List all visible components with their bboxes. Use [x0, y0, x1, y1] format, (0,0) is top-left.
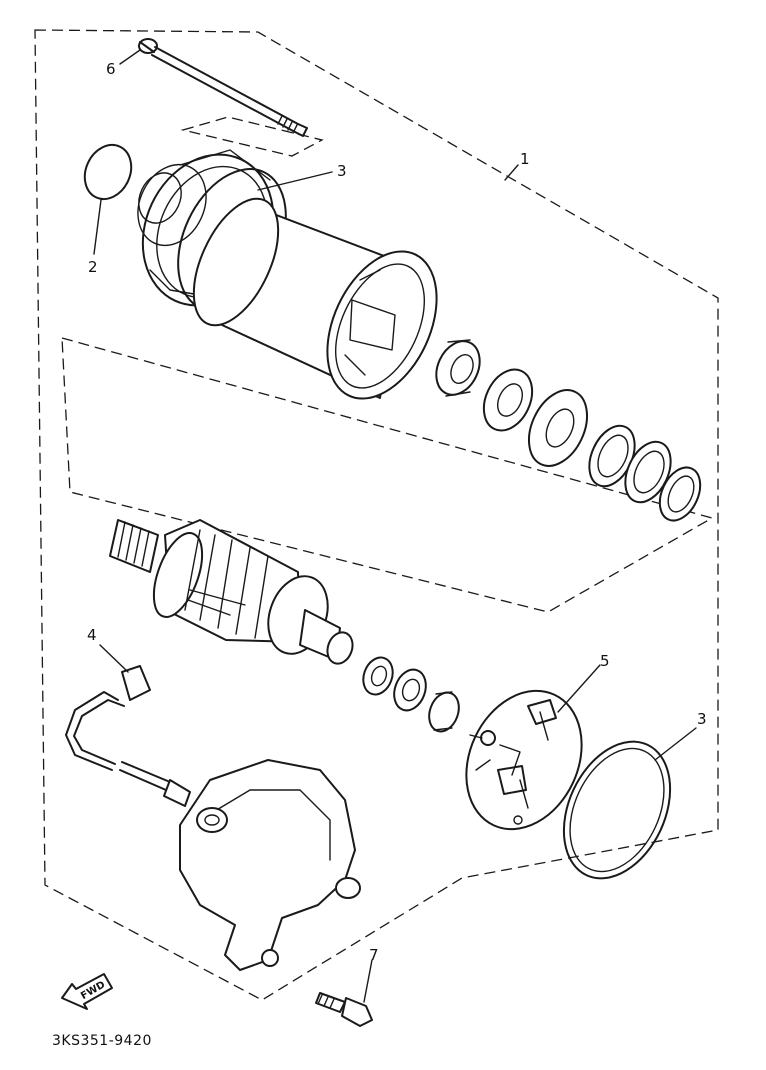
o-ring-part-3-lower — [562, 740, 672, 880]
callout-2: 2 — [88, 258, 98, 276]
callout-6: 6 — [106, 60, 116, 78]
yoke-housing — [192, 197, 438, 400]
bolt-label-area — [180, 116, 324, 157]
callout-3-upper: 3 — [337, 162, 347, 180]
washer-set-lower — [362, 656, 460, 733]
part-code: 3KS351-9420 — [52, 1033, 152, 1049]
armature — [109, 519, 354, 665]
callout-4: 4 — [87, 626, 97, 644]
o-ring-part-3-lower-inner — [569, 747, 665, 873]
rear-cover — [179, 759, 361, 971]
callout-1: 1 — [520, 150, 530, 168]
bearing-washer-set-upper — [435, 339, 702, 522]
mounting-bolt-part-7 — [315, 992, 373, 1027]
assembly-boundary — [34, 29, 719, 1001]
leader-lines — [93, 49, 697, 1003]
fwd-arrow-icon: FWD — [61, 973, 113, 1010]
callout-7: 7 — [369, 946, 379, 964]
subkit-boundary — [61, 337, 714, 613]
callout-3-lower: 3 — [697, 710, 707, 728]
wire-lead-part-4 — [65, 665, 191, 807]
callout-5: 5 — [600, 652, 610, 670]
o-ring-part-2 — [83, 143, 133, 201]
brush-holder-part-5 — [465, 689, 583, 831]
through-bolt-part-6 — [138, 38, 308, 137]
